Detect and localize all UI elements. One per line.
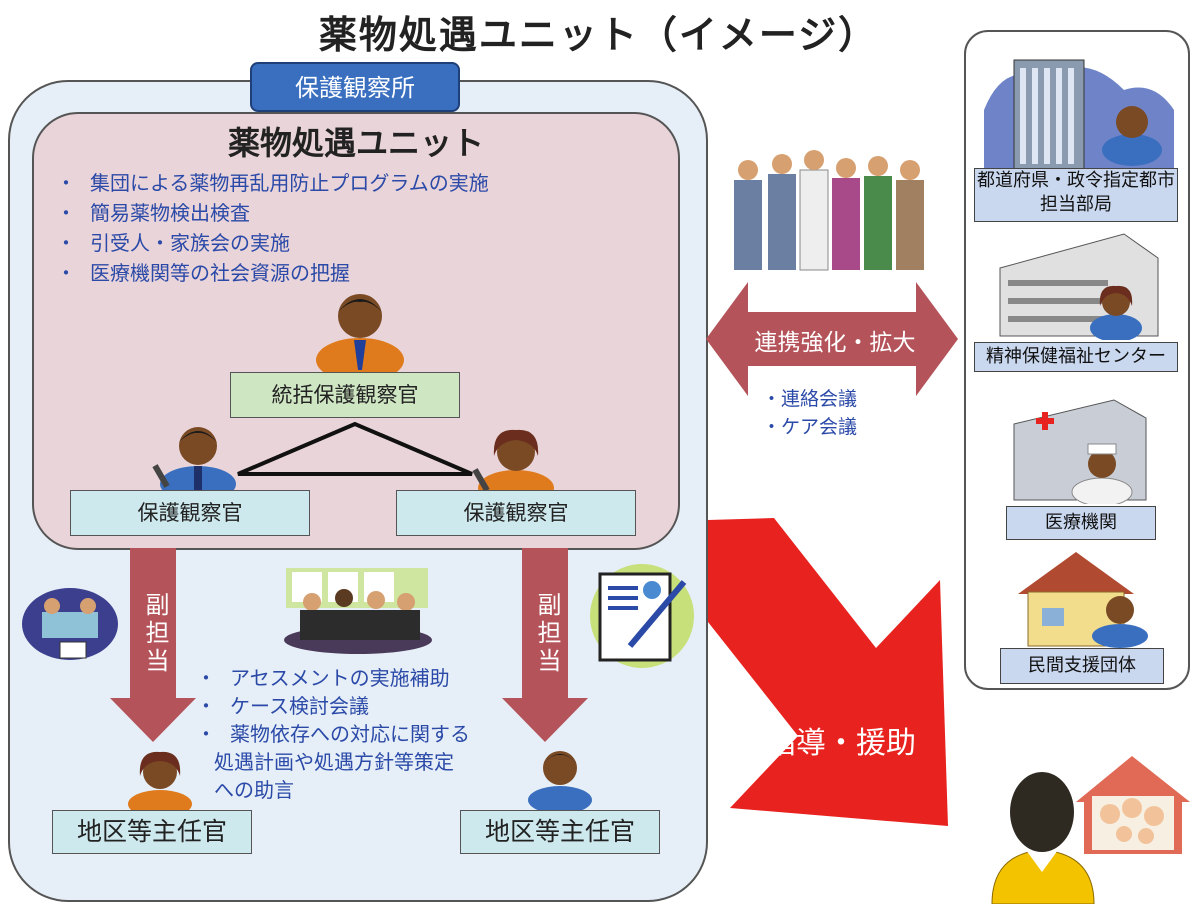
drug-unit-title: 薬物処遇ユニット [227,124,484,162]
support-bullet-continuation: 処遇計画や処遇方針等策定 [214,750,454,774]
family-house-icon [1076,756,1190,854]
lead-officer-figure-icon [316,294,404,372]
stakeholder-group-icon [734,150,924,271]
support-bullet: ・アセスメントの実施補助 [196,666,450,690]
support-group-house-icon [1018,552,1148,648]
org-private-support-label: 民間支援団体 [1000,648,1164,684]
sub-charge-label-right: 副担当 [533,592,561,676]
cooperation-label: 連携強化・拡大 [754,330,916,356]
area-officer-right-figure-icon [528,751,592,812]
sub-charge-arrow-right [502,548,588,742]
mental-health-center-icon [999,233,1159,340]
officer-left-figure-icon [152,427,236,494]
case-conference-icon [284,568,432,654]
cooperation-item: ・ケア会議 [762,416,858,438]
support-bullet: ・ケース検討会議 [196,694,369,718]
officer-left-box: 保護観察官 [70,490,310,536]
area-officer-left-figure-icon [128,751,192,814]
officer-connector-triangle [237,421,473,476]
area-officer-right-box: 地区等主任官 [460,810,660,854]
support-bullet-continuation: への助言 [214,778,294,802]
unit-bullet: ・引受人・家族会の実施 [56,231,290,255]
sub-charge-label-left: 副担当 [141,592,169,676]
support-bullet-list: ・アセスメントの実施補助 ・ケース検討会議 ・薬物依存への対応に関する 処遇計画… [196,664,526,804]
client-person-icon [991,772,1095,904]
org-mental-health-label: 精神保健福祉センター [974,342,1178,372]
unit-bullet: ・簡易薬物検出検査 [56,201,250,225]
officer-right-figure-icon [472,429,554,500]
org-prefecture-label: 都道府県・政令指定都市 担当部局 [974,168,1178,222]
unit-bullet: ・集団による薬物再乱用防止プログラムの実施 [56,171,489,195]
org-medical-label: 医療機関 [1006,506,1156,540]
area-officer-left-box: 地区等主任官 [52,810,252,854]
meeting-handshake-icon [22,588,118,660]
document-pen-icon [590,564,694,668]
unit-bullet: ・医療機関等の社会資源の把握 [56,261,350,285]
cooperation-item: ・連絡会議 [762,388,858,410]
support-bullet: ・薬物依存への対応に関する [196,722,470,746]
probation-office-label: 保護観察所 [250,62,460,112]
medical-institution-icon [1013,399,1147,504]
diagram-title: 薬物処遇ユニット（イメージ） [318,13,879,57]
guidance-label: 指導・援助 [766,726,916,761]
sub-charge-arrow-left [110,548,196,742]
guidance-arrow [708,518,948,826]
officer-right-box: 保護観察官 [396,490,636,536]
government-building-icon [984,59,1174,170]
lead-officer-box: 統括保護観察官 [230,372,460,418]
unit-bullet-list: ・集団による薬物再乱用防止プログラムの実施 ・簡易薬物検出検査 ・引受人・家族会… [56,168,656,288]
cooperation-double-arrow [706,282,958,396]
